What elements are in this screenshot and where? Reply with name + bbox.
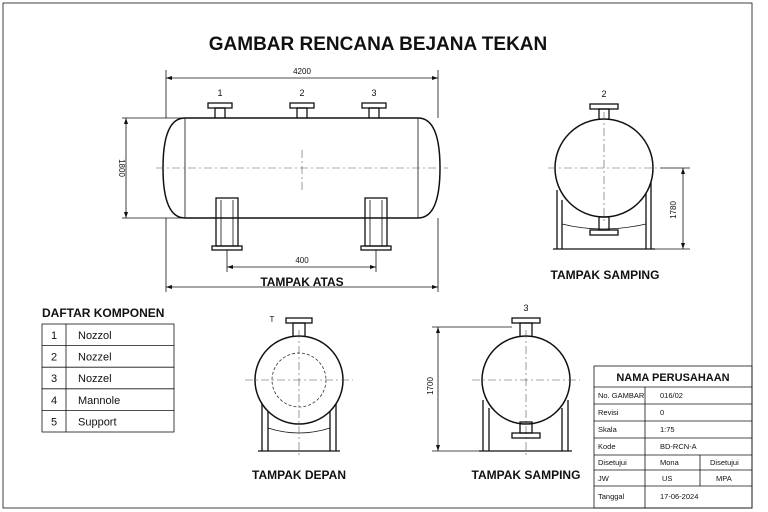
tb-label-scale: Skala [598, 425, 618, 434]
side2-nozzle-number: 3 [523, 303, 528, 313]
side-view-2-label: TAMPAK SAMPING [472, 468, 581, 482]
side-view-1: 2 1780 TAMPAK SAMPING [548, 89, 690, 282]
tb-sign-header-1: Disetujui [598, 458, 627, 467]
component-no-4: 4 [51, 395, 57, 407]
drawing-title: GAMBAR RENCANA BEJANA TEKAN [209, 34, 547, 55]
tb-sign-value-3: MPA [716, 474, 732, 483]
tb-value-drawing-no: 016/02 [660, 391, 683, 400]
component-list-title: DAFTAR KOMPONEN [42, 306, 164, 320]
side-height-dimension: 1780 [669, 201, 678, 219]
tb-label-revision: Revisi [598, 408, 619, 417]
component-name-1: Nozzol [78, 330, 112, 342]
component-name-2: Nozzel [78, 352, 112, 364]
front-view-label: TAMPAK DEPAN [252, 468, 346, 482]
component-list: DAFTAR KOMPONEN 1 Nozzol 2 Nozzel 3 Nozz… [41, 306, 175, 433]
sheet-border [2, 2, 753, 509]
top-view: 4200 1800 1 2 3 [117, 67, 448, 292]
title-block: NAMA PERUSAHAAN No. GAMBAR 016/02 Revisi… [593, 365, 753, 509]
tb-value-code: BD-RCN-A [660, 442, 697, 451]
tb-label-code: Kode [598, 442, 616, 451]
component-no-3: 3 [51, 373, 57, 385]
tb-value-revision: 0 [660, 408, 664, 417]
front-marker: T [270, 315, 275, 324]
front-view: T [245, 315, 353, 458]
tb-sign-value-1: JW [598, 474, 610, 483]
tb-date-label: Tanggal [598, 492, 625, 501]
tb-label-drawing-no: No. GAMBAR [598, 391, 645, 400]
tb-sign-header-2: Mona [660, 458, 680, 467]
nozzle-number-2: 2 [299, 88, 304, 98]
company-name: NAMA PERUSAHAAN [616, 372, 729, 384]
component-name-3: Nozzel [78, 373, 112, 385]
top-view-label: TAMPAK ATAS [260, 275, 343, 289]
component-no-2: 2 [51, 352, 57, 364]
component-no-1: 1 [51, 330, 57, 342]
support-spacing-dimension: 400 [295, 256, 309, 265]
side-view-1-label: TAMPAK SAMPING [551, 268, 660, 282]
nozzle-number-1: 1 [217, 88, 222, 98]
side-view-2: 3 1700 [426, 303, 580, 458]
height-dimension: 1800 [117, 159, 126, 177]
nozzle-number-3: 3 [371, 88, 376, 98]
support-right [360, 197, 392, 251]
tb-sign-header-3: Disetujui [710, 458, 739, 467]
side-nozzle-number: 2 [601, 89, 606, 99]
length-dimension: 4200 [293, 67, 311, 76]
component-name-5: Support [78, 416, 117, 428]
tb-sign-value-2: US [662, 474, 672, 483]
tb-date-value: 17-06-2024 [660, 492, 698, 501]
tb-value-scale: 1:75 [660, 425, 675, 434]
component-name-4: Mannole [78, 395, 120, 407]
component-no-5: 5 [51, 416, 57, 428]
side2-height-dimension: 1700 [426, 377, 435, 395]
